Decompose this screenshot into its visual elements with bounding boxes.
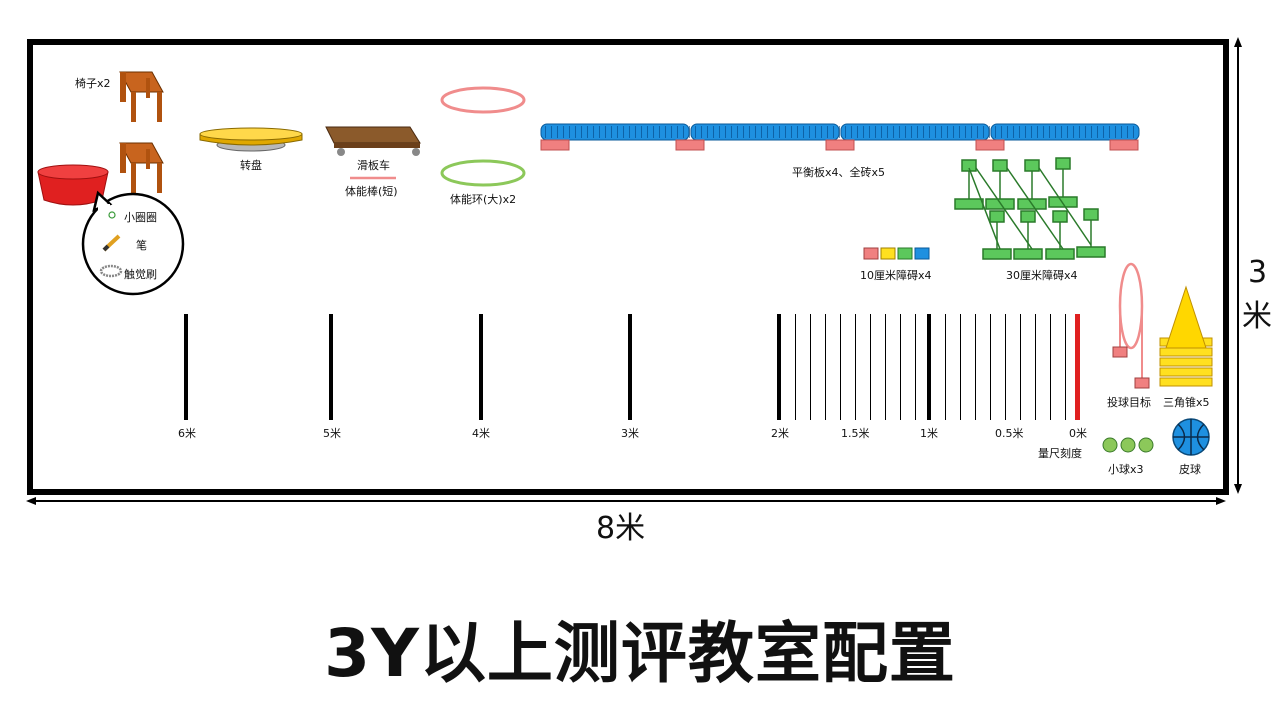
distance-label: 1米: [920, 427, 938, 440]
hoop-label: 体能环(大)x2: [450, 193, 517, 206]
height-dimension-arrow: [1234, 37, 1242, 494]
hoop-icon: [440, 159, 526, 187]
distance-label: 1.5米: [841, 427, 870, 440]
ruler-minor-ticks: [781, 314, 1075, 420]
mark-line-2m: [777, 314, 781, 420]
distance-label: 4米: [472, 427, 490, 440]
hoop-icon: [440, 86, 526, 114]
mark-line-6m: [184, 314, 188, 420]
distance-label: 0.5米: [995, 427, 1024, 440]
distance-label: 2米: [771, 427, 789, 440]
bucket-item-label: 小圈圈: [124, 211, 157, 224]
brick-icon: [540, 139, 1139, 151]
target-icon: [1112, 262, 1150, 389]
distance-label: 5米: [323, 427, 341, 440]
chairs-label: 椅子x2: [75, 77, 111, 90]
cones-label: 三角锥x5: [1163, 396, 1210, 409]
scale-label: 量尺刻度: [1038, 447, 1082, 460]
mark-line-5m: [329, 314, 333, 420]
target-label: 投球目标: [1107, 396, 1151, 409]
cone-icon: [1159, 285, 1213, 387]
mark-line-4m: [479, 314, 483, 420]
balance-label: 平衡板x4、全砖x5: [792, 166, 886, 179]
stick-label: 体能棒(短): [345, 185, 398, 198]
bucket-item-label: 笔: [136, 239, 147, 252]
ball-label: 皮球: [1179, 463, 1201, 476]
mark-line-0m: [1075, 314, 1080, 420]
distance-label: 3米: [621, 427, 639, 440]
small-ball-icon: [1102, 437, 1154, 453]
mark-line-3m: [628, 314, 632, 420]
distance-label: 6米: [178, 427, 196, 440]
turntable-label: 转盘: [240, 159, 262, 172]
turntable-icon: [199, 127, 303, 152]
chair-icon: [119, 142, 164, 193]
scooter-icon: [325, 126, 421, 156]
big-obstacle-label: 30厘米障碍x4: [1006, 269, 1078, 282]
big-obstacle-icon: [954, 157, 1106, 260]
page-title: 3Y以上测评教室配置: [324, 615, 956, 692]
scooter-label: 滑板车: [357, 159, 390, 172]
small-obstacle-label: 10厘米障碍x4: [860, 269, 932, 282]
height-label-number: 3: [1248, 255, 1268, 290]
width-label: 8米: [596, 511, 646, 546]
balance-board-segments: [545, 126, 1135, 138]
width-dimension-arrow: [26, 497, 1226, 505]
chair-icon: [119, 71, 164, 122]
distance-label: 0米: [1069, 427, 1087, 440]
bucket-icon: [37, 164, 109, 206]
small-balls-label: 小球x3: [1108, 463, 1144, 476]
height-label-unit: 米: [1242, 299, 1272, 334]
bucket-contents-bubble: [81, 190, 185, 296]
basketball-icon: [1172, 418, 1210, 456]
small-obstacle-icon: [863, 247, 930, 260]
bucket-item-label: 触觉刷: [124, 268, 157, 281]
